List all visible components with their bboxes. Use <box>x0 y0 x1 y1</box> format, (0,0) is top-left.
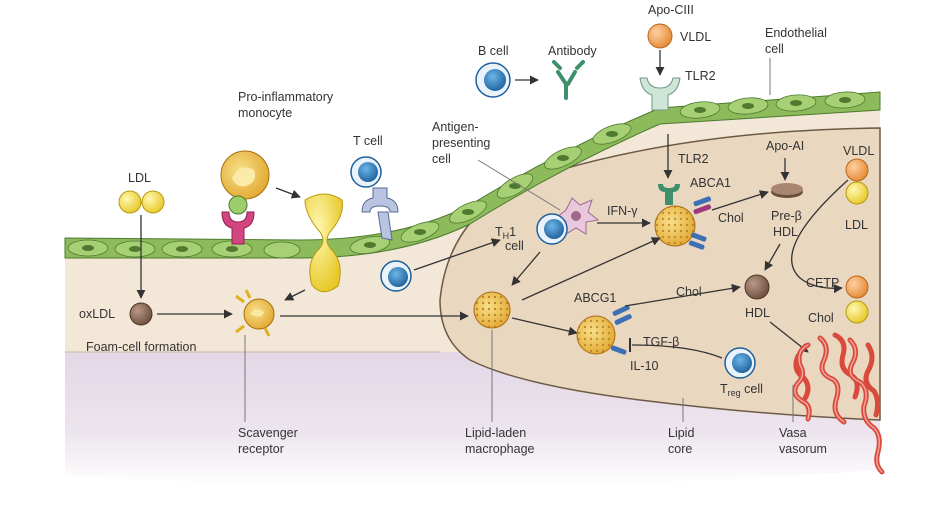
adhesion-receptor <box>221 195 255 245</box>
ldl-right-particle <box>845 181 869 205</box>
arrow-to-scavenger <box>284 289 306 301</box>
vasa-vasorum-highlight <box>794 337 883 473</box>
ldl-right-label: LDL <box>845 218 868 232</box>
cetp-label: CETP <box>806 276 839 290</box>
chol-right-label: Chol <box>808 311 834 325</box>
tlr2-receptor-top <box>639 77 681 111</box>
arrow-abcg1-chol <box>624 283 741 307</box>
chol-2-label: Chol <box>676 285 702 299</box>
scavenger-macrophage <box>235 289 275 337</box>
hdl-particle <box>744 274 770 300</box>
monocyte <box>220 150 270 200</box>
antibody-label: Antibody <box>548 44 597 58</box>
oxldl-particle <box>129 302 153 326</box>
arrow-monocyte-to-migrating <box>275 187 301 199</box>
endothelial-label-2: cell <box>765 42 784 56</box>
b-cell <box>475 62 511 98</box>
th1-label: TH1 <box>495 225 516 241</box>
chol-1-label: Chol <box>718 211 744 225</box>
pre-beta-label: Pre-β <box>771 209 802 223</box>
arrow-abca1-chol <box>711 190 769 211</box>
apc-label-1: Antigen- <box>432 120 479 134</box>
lipid-laden-label-2: macrophage <box>465 442 535 456</box>
arrow-macrophage-to-abca1 <box>521 237 661 301</box>
lipid-core-label-1: Lipid <box>668 426 694 440</box>
lipid-laden-label-1: Lipid-laden <box>465 426 526 440</box>
abcg1-label: ABCG1 <box>574 291 616 305</box>
pre-beta-hdl-disc <box>771 183 803 198</box>
vldl-top-label: VLDL <box>680 30 711 44</box>
arrow-lymphocyte-to-th1 <box>413 238 501 271</box>
t-cell <box>350 156 399 241</box>
endothelium <box>64 91 881 259</box>
inhibition-line <box>631 344 723 359</box>
vasa-label-1: Vasa <box>779 426 807 440</box>
arrow-macrophage-to-abcg1 <box>511 317 578 336</box>
th1-cell <box>536 213 568 245</box>
apo-ai-label: Apo-AI <box>766 139 804 153</box>
t-cell-label: T cell <box>353 134 383 148</box>
treg-cell <box>724 347 756 379</box>
treg-label: Treg cell <box>720 382 763 398</box>
arrow-prebeta-to-hdl <box>764 243 781 271</box>
antibody-icon <box>552 60 585 100</box>
ldl-particles <box>118 190 165 214</box>
endothelial-label-1: Endothelial <box>765 26 827 40</box>
abca1-macrophage <box>654 184 712 250</box>
foam-cell-formation-label: Foam-cell formation <box>86 340 196 354</box>
th1-cell-label: cell <box>505 239 524 253</box>
scavenger-label-1: Scavenger <box>238 426 298 440</box>
vldl-right-particle <box>845 158 869 182</box>
arrow-th1-to-lipid-macrophage <box>511 251 541 286</box>
apo-ciii-label: Apo-CIII <box>648 3 694 17</box>
apc-label-3: cell <box>432 152 451 166</box>
vldl-top-particle <box>647 23 673 49</box>
ifn-gamma-label: IFN-γ <box>607 204 638 218</box>
vldl-right-label: VLDL <box>843 144 874 158</box>
oxldl-label: oxLDL <box>79 307 115 321</box>
migrating-monocyte <box>304 193 343 293</box>
il-10-label: IL-10 <box>630 359 659 373</box>
tlr2-inner-label: TLR2 <box>678 152 709 166</box>
abcg1-macrophage <box>576 305 632 355</box>
pro-inflammatory-label-2: monocyte <box>238 106 292 120</box>
lipid-laden-macrophage <box>473 291 511 329</box>
pro-inflammatory-label-1: Pro-inflammatory <box>238 90 334 104</box>
lymphocyte <box>380 260 412 292</box>
apc-pointer <box>477 159 561 211</box>
tlr2-top-label: TLR2 <box>685 69 716 83</box>
abca1-label: ABCA1 <box>690 176 731 190</box>
vldl-cetp-particle <box>845 275 869 299</box>
hdl-2-label: HDL <box>745 306 770 320</box>
arrow-cetp-curve <box>791 179 849 294</box>
hdl-1-label: HDL <box>773 225 798 239</box>
chol-cetp-particle <box>845 300 869 324</box>
lipid-core-label-2: core <box>668 442 692 456</box>
vasa-label-2: vasorum <box>779 442 827 456</box>
scavenger-label-2: receptor <box>238 442 284 456</box>
b-cell-label: B cell <box>478 44 509 58</box>
apc-label-2: presenting <box>432 136 490 150</box>
ldl-label: LDL <box>128 171 151 185</box>
